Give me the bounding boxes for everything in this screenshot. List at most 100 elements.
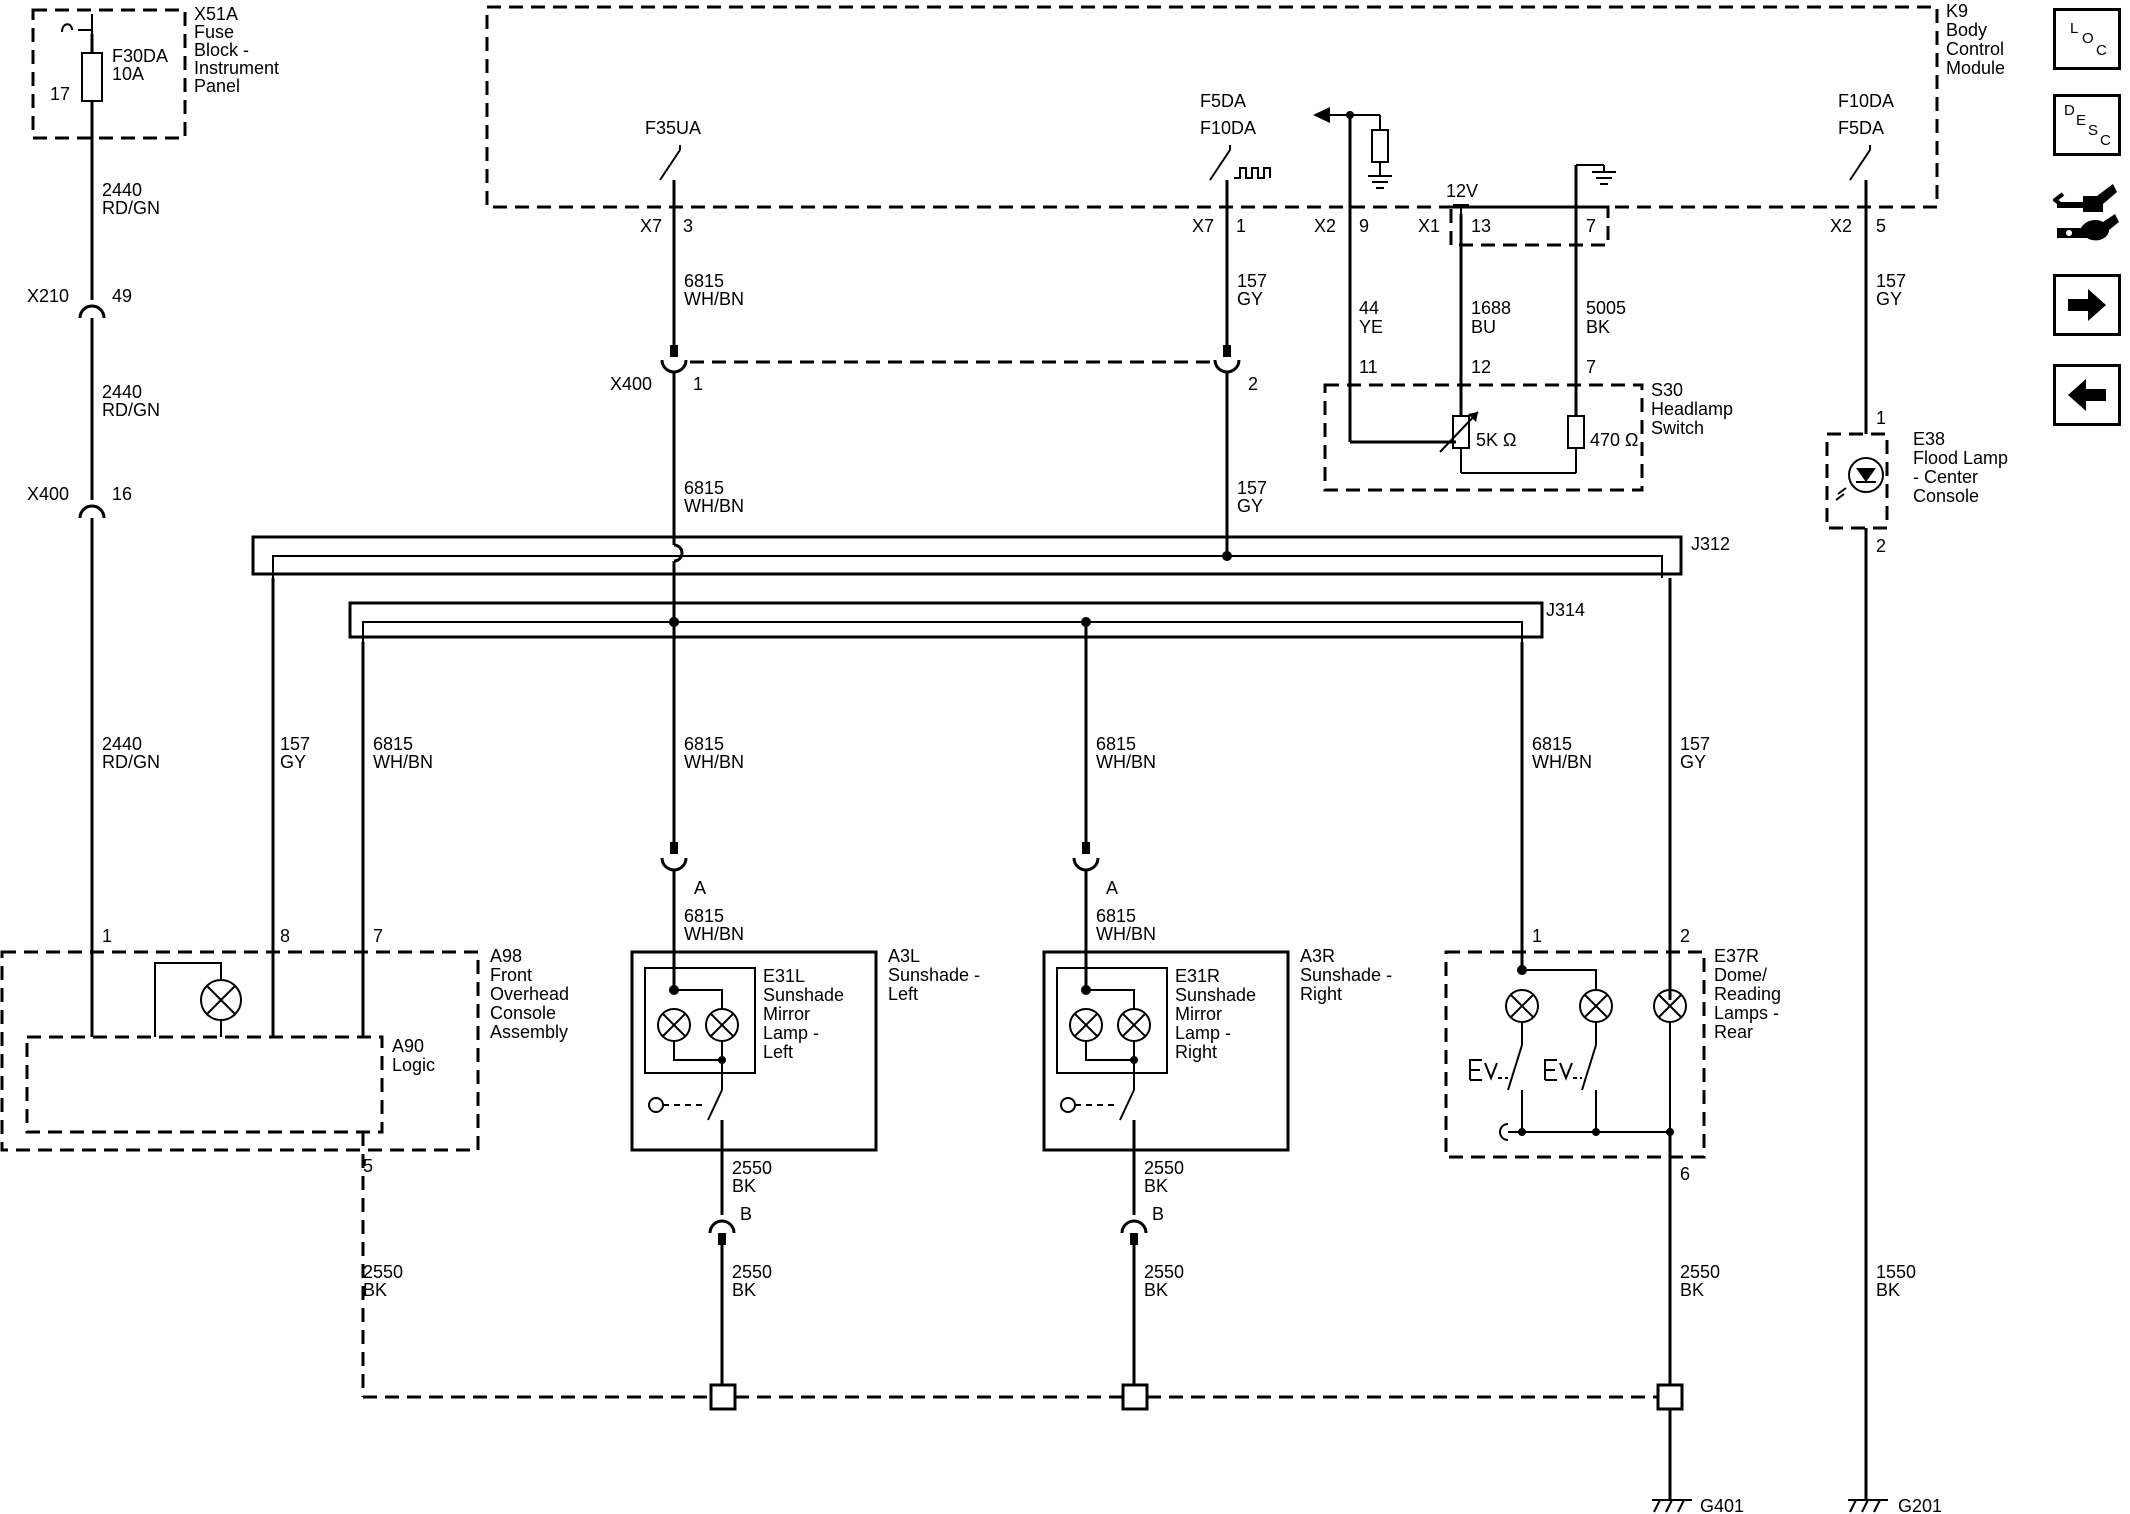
wire-6815-num-g: 6815 — [684, 906, 724, 926]
x2-label-a: X2 — [1314, 216, 1336, 236]
lamp-e31r-desc-2: Mirror — [1175, 1004, 1222, 1024]
wire-6815-num-e: 6815 — [1096, 734, 1136, 754]
overhead-console-desc-2: Overhead — [490, 984, 569, 1004]
x1-pin-13: 13 — [1471, 216, 1491, 236]
wire-6815-num-d: 6815 — [684, 734, 724, 754]
bcm-id: K9 — [1946, 1, 1968, 21]
svg-text:D: D — [2064, 102, 2075, 119]
wire-44-color: YE — [1359, 317, 1383, 337]
bcm-out-f5da: F5DA — [1200, 91, 1246, 111]
loc-icon: L O C — [2070, 20, 2107, 59]
lamp-e31l-desc-4: Left — [763, 1042, 793, 1062]
connector-x400-mid-label: X400 — [610, 374, 652, 394]
overhead-console-desc-3: Console — [490, 1003, 556, 1023]
wire-2550-color-a: BK — [363, 1280, 387, 1300]
bcm-out-f10da-2: F10DA — [1838, 91, 1894, 111]
repair-tool-button[interactable] — [2051, 178, 2121, 248]
a3l-pin-b: B — [740, 1204, 752, 1224]
wire-157-color-a: GY — [1237, 289, 1263, 309]
previous-page-button[interactable] — [2053, 364, 2121, 426]
wire-44-num: 44 — [1359, 298, 1379, 318]
wire-6815-num-b: 6815 — [684, 478, 724, 498]
dome-lamps-desc-4: Rear — [1714, 1022, 1753, 1042]
flood-lamp-id: E38 — [1913, 429, 1945, 449]
a3r-pin-b: B — [1152, 1204, 1164, 1224]
wire-6815-color-d: WH/BN — [684, 752, 744, 772]
dome-lamps-id: E37R — [1714, 946, 1759, 966]
wire-1550-num: 1550 — [1876, 1262, 1916, 1282]
lamp-e31l-desc-2: Mirror — [763, 1004, 810, 1024]
dome-pin-2: 2 — [1680, 926, 1690, 946]
svg-text:L: L — [2070, 20, 2078, 37]
sunshade-left-lamp-box — [644, 967, 756, 1074]
wire-157-num-b: 157 — [1876, 271, 1906, 291]
wire-2550-num-c: 2550 — [732, 1262, 772, 1282]
x7-label-b: X7 — [1192, 216, 1214, 236]
lamp-e31r-desc-1: Sunshade — [1175, 985, 1256, 1005]
svg-text:O: O — [2082, 30, 2094, 47]
resistor-470: 470 Ω — [1590, 430, 1639, 450]
x1-label: X1 — [1418, 216, 1440, 236]
console-pin-5: 5 — [363, 1156, 373, 1176]
connector-a3l-b — [708, 1219, 736, 1234]
lamp-e31l-id: E31L — [763, 966, 805, 986]
splice-j312-label: J312 — [1691, 534, 1730, 554]
dome-pin-1: 1 — [1532, 926, 1542, 946]
switch-pin-12: 12 — [1471, 357, 1491, 377]
connector-x210-label: X210 — [27, 286, 69, 306]
arrow-right-icon — [2068, 289, 2106, 321]
connector-x400-fuse — [78, 504, 106, 519]
x7-pin-1: 1 — [1236, 216, 1246, 236]
connector-x400-pin-1: 1 — [693, 374, 703, 394]
wire-5005-color: BK — [1586, 317, 1610, 337]
logic-desc: Logic — [392, 1055, 435, 1075]
fuse-block-id: X51A — [194, 4, 238, 24]
connector-x400-1 — [660, 359, 688, 374]
wire-6815-color-c: WH/BN — [373, 752, 433, 772]
flood-lamp-desc-3: Console — [1913, 486, 1979, 506]
loc-button[interactable]: L O C — [2053, 8, 2121, 70]
wire-2550-color-b: BK — [732, 1176, 756, 1196]
wire-157-num-e: 157 — [1680, 734, 1710, 754]
console-pin-8: 8 — [280, 926, 290, 946]
wire-6815-color-g: WH/BN — [684, 924, 744, 944]
splice-j312 — [251, 535, 1683, 576]
dome-lamps-box — [1444, 950, 1706, 1159]
overhead-console-desc-1: Front — [490, 965, 532, 985]
dome-lamps-desc-3: Lamps - — [1714, 1003, 1779, 1023]
wire-2440-color-c: RD/GN — [102, 752, 160, 772]
connector-a3r-b — [1120, 1219, 1148, 1234]
connector-x210 — [78, 304, 106, 319]
flood-lamp-box — [1825, 432, 1889, 530]
sunshade-left-desc-2: Left — [888, 984, 918, 1004]
wire-157-color-b: GY — [1876, 289, 1902, 309]
switch-pin-11: 11 — [1359, 357, 1378, 377]
wire-2440-num-b: 2440 — [102, 382, 142, 402]
next-page-button[interactable] — [2053, 274, 2121, 336]
ground-g201: G201 — [1898, 1496, 1942, 1514]
bcm-desc-3: Module — [1946, 58, 2005, 78]
wire-2440-color-b: RD/GN — [102, 400, 160, 420]
wire-2440-num-a: 2440 — [102, 180, 142, 200]
wire-2550-num-b: 2550 — [732, 1158, 772, 1178]
svg-text:S: S — [2088, 122, 2098, 139]
lamp-e31r-desc-3: Lamp - — [1175, 1023, 1231, 1043]
connector-a3l-a — [660, 857, 688, 872]
wire-6815-color-e: WH/BN — [1096, 752, 1156, 772]
sunshade-left-desc-1: Sunshade - — [888, 965, 980, 985]
x2-pin-9: 9 — [1359, 216, 1369, 236]
splice-j314 — [348, 601, 1544, 639]
fuse-pin: 17 — [50, 84, 70, 104]
flood-lamp-desc-1: Flood Lamp — [1913, 448, 2008, 468]
svg-text:C: C — [2096, 42, 2107, 59]
wire-1688-color: BU — [1471, 317, 1496, 337]
wire-5005-num: 5005 — [1586, 298, 1626, 318]
logic-id: A90 — [392, 1036, 424, 1056]
desc-button[interactable]: D E S C — [2053, 94, 2121, 156]
wire-6815-num-a: 6815 — [684, 271, 724, 291]
bcm-x1-connector-box — [1449, 205, 1610, 247]
wire-6815-num-f: 6815 — [1532, 734, 1572, 754]
wire-2550-color-d: BK — [1144, 1176, 1168, 1196]
x7-pin-3: 3 — [683, 216, 693, 236]
